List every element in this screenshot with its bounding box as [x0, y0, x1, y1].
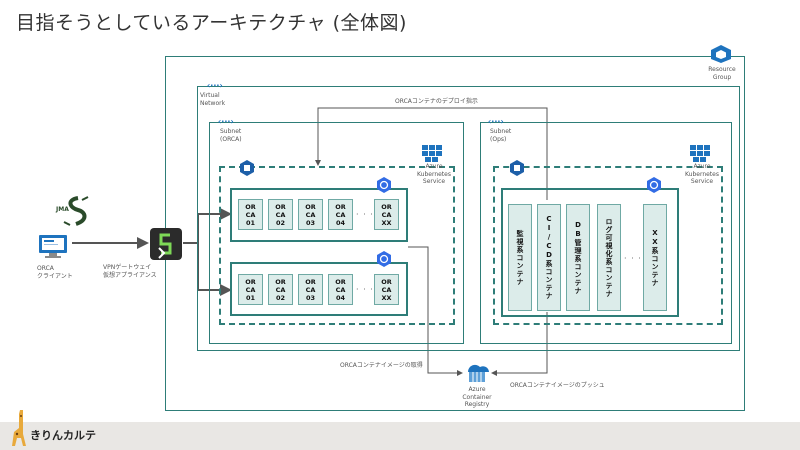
image-push-label: ORCAコンテナイメージのプッシュ [510, 382, 605, 389]
container-registry-label: Azure Container Registry [462, 386, 492, 408]
client-computer-icon [39, 235, 67, 258]
virtual-network-box [197, 86, 740, 351]
deploy-instruction-label: ORCAコンテナのデプロイ指示 [395, 98, 478, 105]
image-push-arrow [491, 312, 548, 376]
aks-ops-box [493, 166, 723, 325]
orca-cell-bottom-xx: OR CA XX [374, 274, 399, 305]
image-fetch-label: ORCAコンテナイメージの取得 [340, 362, 423, 369]
virtual-network-label: Virtual Network [200, 92, 226, 107]
orca-cell-top-01: OR CA 01 [238, 199, 263, 230]
subnet-orca-icon: ‹···› [218, 117, 234, 126]
page-title: 目指そうとしているアーキテクチャ (全体図) [16, 12, 407, 34]
ellipsis-bottom: · · · [356, 285, 374, 294]
k8s-pod-top-icon [377, 177, 391, 193]
giraffe-icon [12, 410, 26, 446]
ops-cell-xx: XX系コンテナ [643, 204, 667, 311]
aks-ops-label: Azure Kubernetes Service [685, 163, 719, 185]
subnet-ops-box [480, 122, 732, 344]
subnet-ops-icon: ‹···› [488, 117, 504, 126]
node-pool-orca-icon [240, 160, 254, 176]
jma-logo: JMA [56, 196, 96, 226]
brand-name: きりんカルテ [30, 429, 96, 442]
orca-cell-bottom-02: OR CA 02 [268, 274, 293, 305]
vpn-label: VPNゲートウェイ 仮想アプライアンス [103, 264, 157, 279]
k8s-pod-bottom-icon [377, 251, 391, 267]
aks-ops-icon [690, 145, 710, 162]
ellipsis-ops: · · · [624, 254, 642, 263]
ops-cell-cicd: CI/CD系コンテナ [537, 204, 561, 311]
node-pool-ops-icon [510, 160, 524, 176]
orca-pod-top [230, 188, 408, 242]
container-registry-icon [467, 364, 489, 382]
deploy-instruction-arrow [315, 107, 548, 200]
orca-cell-top-xx: OR CA XX [374, 199, 399, 230]
vnet-icon: ‹···› [207, 81, 223, 90]
orca-cell-bottom-04: OR CA 04 [328, 274, 353, 305]
subnet-orca-box [209, 122, 464, 344]
ops-cell-db: DB管理系コンテナ [566, 204, 590, 311]
resource-group-icon [711, 45, 731, 63]
orca-cell-top-02: OR CA 02 [268, 199, 293, 230]
subnet-ops-label: Subnet (Ops) [490, 128, 512, 143]
jma-logo-text: JMA [56, 206, 69, 213]
k8s-pod-ops-icon [647, 177, 661, 193]
vpn-branch-line [183, 214, 199, 290]
orca-cell-top-03: OR CA 03 [298, 199, 323, 230]
ops-cell-log: ログ可視化系コンテナ [597, 204, 621, 311]
client-label: ORCA クライアント [37, 265, 73, 280]
vpn-appliance-icon [150, 228, 182, 260]
aks-orca-label: Azure Kubernetes Service [417, 163, 451, 185]
aks-orca-icon [422, 145, 442, 162]
aks-orca-box [219, 166, 455, 325]
orca-cell-bottom-03: OR CA 03 [298, 274, 323, 305]
image-fetch-arrow [408, 246, 463, 376]
ops-cell-monitoring: 監視系コンテナ [508, 204, 532, 311]
footer-bar [0, 422, 800, 450]
subnet-orca-label: Subnet (ORCA) [220, 128, 242, 143]
orca-cell-top-04: OR CA 04 [328, 199, 353, 230]
orca-cell-bottom-01: OR CA 01 [238, 274, 263, 305]
resource-group-label: Resource Group [708, 66, 736, 81]
orca-pod-bottom [230, 262, 408, 316]
ellipsis-top: · · · [356, 210, 374, 219]
ops-pod [501, 188, 679, 317]
